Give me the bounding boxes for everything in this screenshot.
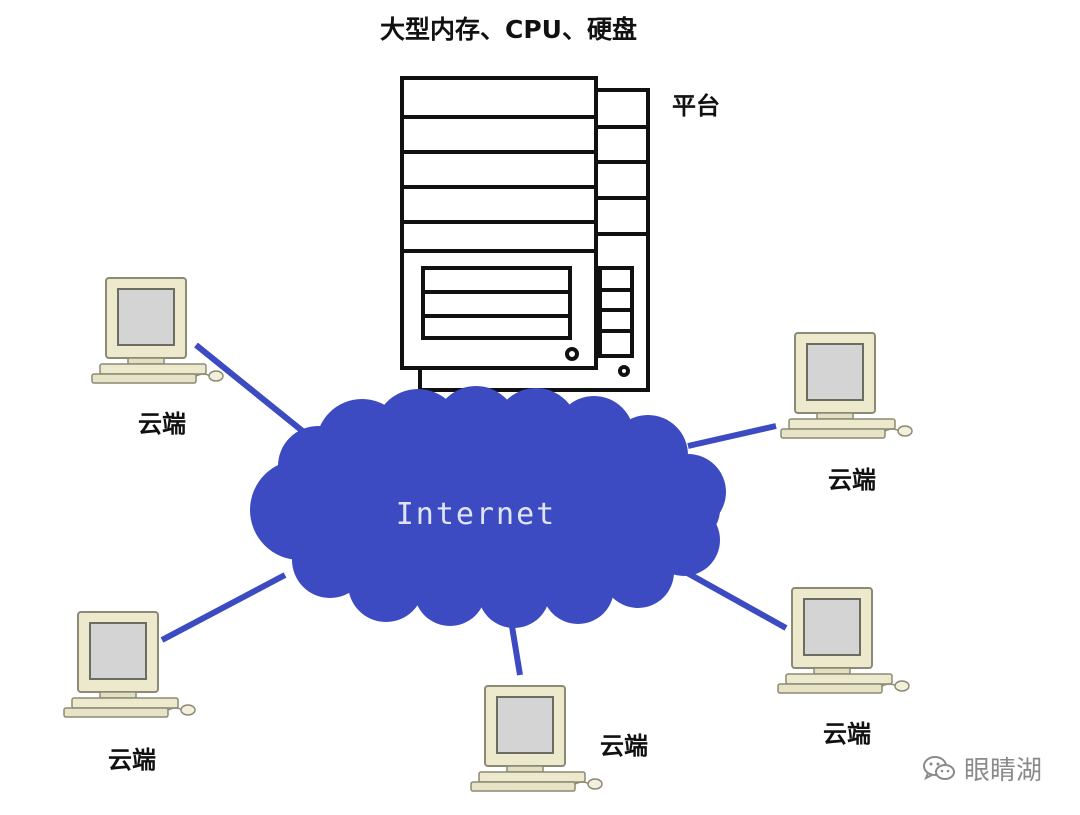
client-label-bottom-mid: 云端 [600, 732, 648, 760]
client-computer-left-bottom [63, 611, 196, 718]
client-computer-right-bottom [777, 587, 910, 694]
client-computer-left-top [91, 277, 224, 384]
client-label-right-top: 云端 [828, 466, 876, 494]
link-left-bottom [160, 572, 287, 643]
server-specs-title: 大型内存、CPU、硬盘 [380, 15, 637, 44]
client-label-left-top: 云端 [138, 410, 186, 438]
power-button [565, 347, 579, 361]
server-drive-bay [421, 266, 572, 340]
internet-label: Internet [396, 497, 557, 532]
rear-power-button [618, 365, 630, 377]
platform-label: 平台 [672, 92, 720, 120]
watermark: 眼睛湖 [922, 750, 1042, 787]
wechat-icon [923, 755, 955, 780]
client-label-left-bottom: 云端 [108, 746, 156, 774]
watermark-text: 眼睛湖 [964, 756, 1043, 786]
server-platform [400, 76, 650, 392]
client-computer-bottom-mid [470, 685, 603, 792]
internet-cloud [250, 386, 726, 628]
client-computer-right-top [780, 332, 913, 439]
client-label-right-bottom: 云端 [823, 720, 871, 748]
link-right-top [687, 423, 777, 449]
